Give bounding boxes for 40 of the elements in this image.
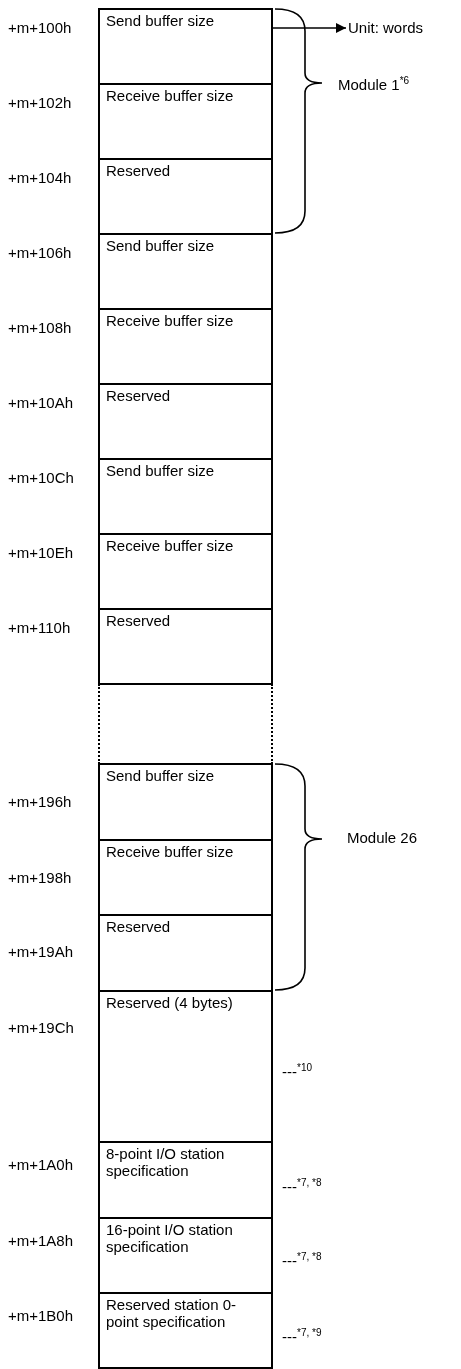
footnote-reference: ---$^{*7, *9}$ [282, 1326, 322, 1346]
address-label: +m+100h [8, 19, 72, 37]
footnote-reference: ---$^{*10}$ [282, 1061, 312, 1081]
address-label: +m+196h [8, 793, 72, 811]
address-label: +m+108h [8, 319, 72, 337]
footnote-reference: ---$^{*7, *8}$ [282, 1176, 322, 1196]
memory-cell: Reserved station 0-point specification [98, 1292, 273, 1369]
address-label: +m+10Ch [8, 469, 74, 487]
address-label: +m+102h [8, 94, 72, 112]
address-label: +m+198h [8, 869, 72, 887]
arrow [272, 23, 347, 33]
address-label: +m+19Ah [8, 943, 74, 961]
memory-cell: Reserved [98, 608, 273, 685]
address-label: +m+1B0h [8, 1307, 74, 1325]
address-label: +m+1A8h [8, 1232, 74, 1250]
memory-cell: Receive buffer size [98, 533, 273, 610]
address-label: +m+104h [8, 169, 72, 187]
memory-cell: Receive buffer size [98, 308, 273, 385]
memory-cell: Reserved (4 bytes) [98, 990, 273, 1143]
memory-cell: Send buffer size [98, 763, 273, 841]
memory-cell: Send buffer size [98, 233, 273, 310]
memory-cell: Reserved [98, 914, 273, 992]
address-label: +m+10Eh [8, 544, 74, 562]
address-label: +m+106h [8, 244, 72, 262]
memory-cell: 8-point I/O station specification [98, 1141, 273, 1219]
module-label: Module 26 [345, 829, 419, 847]
unit-note: Unit: words [348, 19, 424, 37]
address-label: +m+110h [8, 619, 71, 637]
module-label: Module 1$^{*6}$ [338, 74, 410, 94]
address-label: +m+10Ah [8, 394, 74, 412]
address-label: +m+1A0h [8, 1156, 74, 1174]
footnote-reference: ---$^{*7, *8}$ [282, 1250, 322, 1270]
memory-cell: Send buffer size [98, 8, 273, 85]
memory-cell: Reserved [98, 158, 273, 235]
memory-cell: Reserved [98, 383, 273, 460]
memory-cell: Send buffer size [98, 458, 273, 535]
memory-cell: Receive buffer size [98, 83, 273, 160]
memory-cell: Receive buffer size [98, 839, 273, 916]
memory-cell: 16-point I/O station specification [98, 1217, 273, 1294]
address-label: +m+19Ch [8, 1019, 74, 1037]
